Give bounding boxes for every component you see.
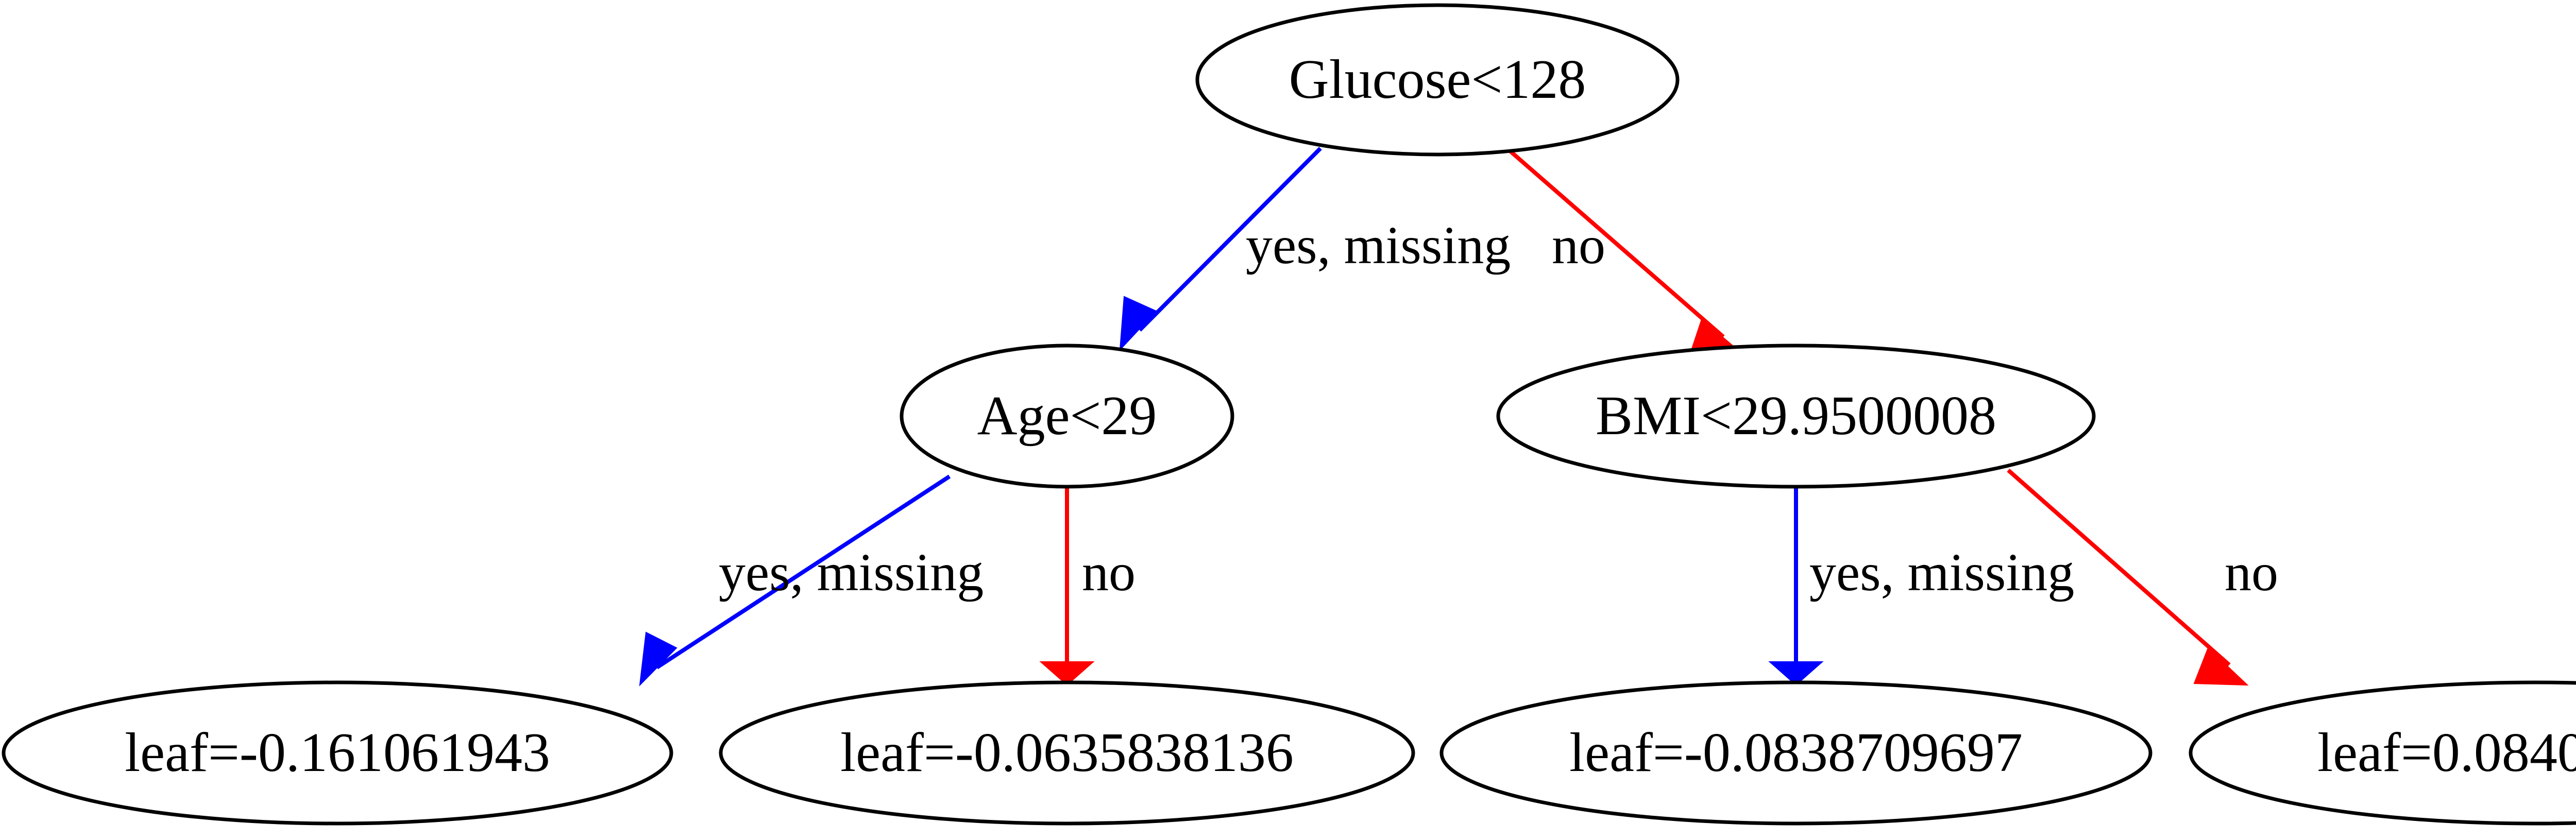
edge-label-root-no: no bbox=[1552, 216, 1605, 275]
edge-root-to-age bbox=[1119, 147, 1322, 351]
edge-age-yes-arrowhead bbox=[639, 631, 677, 687]
edge-bmi-yes-arrowhead bbox=[1768, 661, 1824, 686]
edge-bmi-to-leaf4 bbox=[2007, 468, 2249, 686]
node-leaf-2-label: leaf=-0.0635838136 bbox=[840, 722, 1294, 783]
node-root-ellipse bbox=[1195, 3, 1680, 157]
node-root-label: Glucose<128 bbox=[1289, 49, 1586, 110]
node-bmi[interactable]: BMI<29.9500008 bbox=[1496, 344, 2096, 489]
edge-bmi-no-line bbox=[2007, 468, 2231, 667]
node-leaf-3-ellipse bbox=[1439, 680, 2153, 826]
node-leaf-4-label: leaf=0.0840236694 bbox=[2317, 722, 2576, 783]
edge-bmi-to-leaf3 bbox=[1768, 488, 1824, 686]
node-age-ellipse bbox=[900, 344, 1234, 489]
node-leaf-4[interactable]: leaf=0.0840236694 bbox=[2189, 680, 2576, 826]
edge-root-yes-arrowhead bbox=[1119, 296, 1157, 351]
node-leaf-1-ellipse bbox=[2, 680, 673, 826]
edge-age-no-arrowhead bbox=[1039, 661, 1095, 686]
node-bmi-label: BMI<29.9500008 bbox=[1596, 385, 1996, 447]
edge-label-age-yes: yes, missing bbox=[719, 543, 984, 602]
edge-label-bmi-yes: yes, missing bbox=[1809, 543, 2074, 602]
node-leaf-1-label: leaf=-0.161061943 bbox=[125, 722, 550, 783]
edge-root-no-line bbox=[1505, 146, 1725, 339]
edge-root-to-bmi bbox=[1505, 146, 1744, 356]
edge-bmi-no-arrowhead bbox=[2193, 647, 2249, 686]
node-age-label: Age<29 bbox=[977, 385, 1157, 447]
edge-label-bmi-no: no bbox=[2225, 543, 2278, 602]
node-leaf-2[interactable]: leaf=-0.0635838136 bbox=[719, 680, 1415, 826]
node-leaf-2-ellipse bbox=[719, 680, 1415, 826]
edge-age-yes-line bbox=[655, 474, 951, 670]
node-root-glucose[interactable]: Glucose<128 bbox=[1195, 3, 1680, 157]
edge-age-to-leaf1 bbox=[639, 474, 951, 687]
node-leaf-3-label: leaf=-0.0838709697 bbox=[1569, 722, 2023, 783]
node-leaf-4-ellipse bbox=[2189, 680, 2576, 826]
node-leaf-3[interactable]: leaf=-0.0838709697 bbox=[1439, 680, 2153, 826]
edge-label-age-no: no bbox=[1082, 543, 1136, 602]
edge-label-root-yes: yes, missing bbox=[1246, 216, 1511, 275]
node-leaf-1[interactable]: leaf=-0.161061943 bbox=[2, 680, 673, 826]
edge-root-yes-line bbox=[1138, 147, 1322, 332]
edge-age-to-leaf2 bbox=[1039, 488, 1095, 686]
node-bmi-ellipse bbox=[1496, 344, 2096, 489]
node-age[interactable]: Age<29 bbox=[900, 344, 1234, 489]
